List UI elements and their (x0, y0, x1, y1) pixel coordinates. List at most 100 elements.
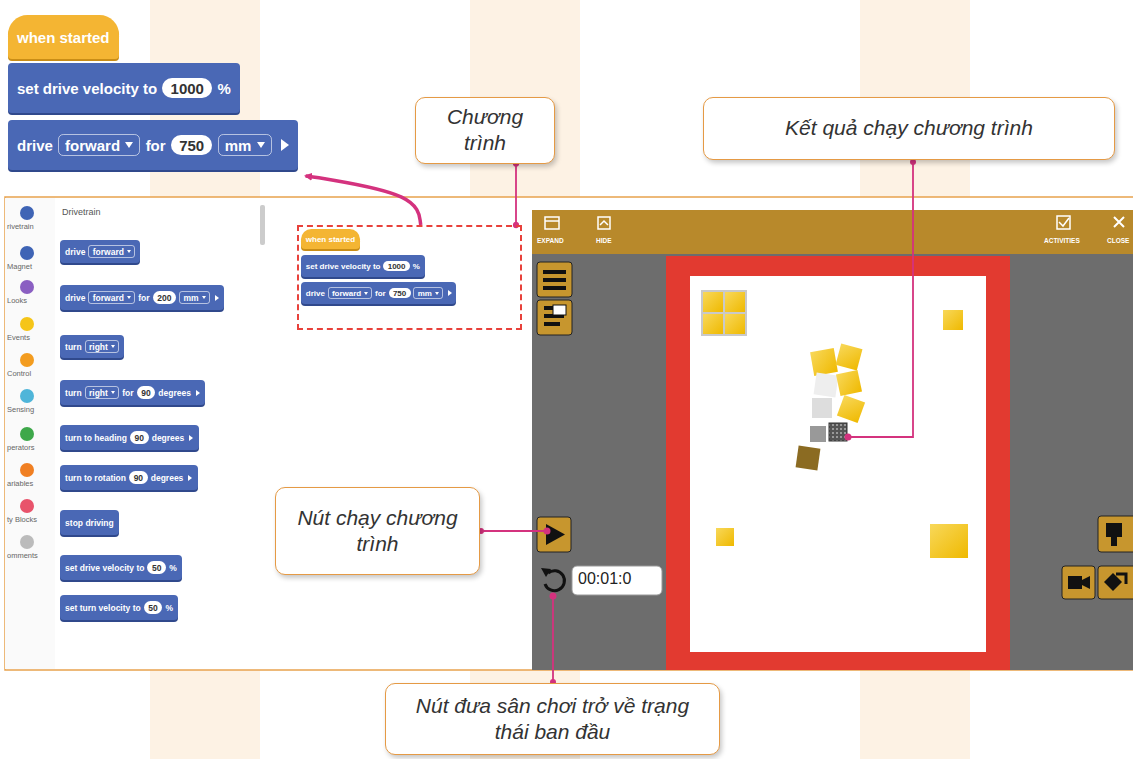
block-text: mm (225, 137, 252, 154)
dropdown-arrow (125, 142, 133, 148)
block-text: degrees (151, 473, 184, 483)
block-text: turn (65, 342, 82, 352)
run-arrow (281, 139, 289, 151)
dropdown: mm (413, 287, 442, 300)
palette-header: Drivetrain (62, 207, 101, 217)
dropdown-arrow (202, 296, 206, 299)
callout-box: Chương trình (415, 97, 555, 164)
block-text: % (217, 80, 230, 97)
dropdown: forward (88, 245, 135, 259)
callout-box: Kết quả chạy chương trình (703, 97, 1115, 160)
block-text: set drive velocity to (17, 80, 157, 97)
value-pill: 90 (130, 431, 149, 443)
category-name: Looks (7, 296, 27, 305)
category-column (5, 198, 55, 669)
block-text: turn (65, 388, 82, 398)
code-block: turn to heading90degrees (60, 425, 199, 450)
run-arrow (448, 290, 452, 296)
dropdown: mm (218, 134, 272, 156)
block-text: degrees (158, 388, 191, 398)
run-arrow (196, 390, 200, 396)
code-block: drive forward for 750 mm (8, 120, 298, 170)
dropdown-arrow (364, 292, 368, 295)
dropdown: forward (88, 291, 135, 305)
dropdown-arrow (127, 296, 131, 299)
value-pill: 750 (389, 288, 411, 299)
code-block: turn to rotation90degrees (60, 465, 198, 490)
run-arrow (215, 295, 219, 301)
dropdown-arrow (111, 345, 115, 348)
dropdown: right (85, 340, 120, 354)
dropdown: right (85, 386, 120, 400)
code-block: turn right (60, 335, 124, 358)
dropdown: mm (179, 291, 210, 305)
toolbar-label: ACTIVITIES (1044, 237, 1080, 244)
block-text: for (375, 289, 386, 298)
block-text: forward (332, 289, 361, 298)
dropdown-arrow (111, 391, 115, 394)
code-block: driveforwardfor200mm (60, 285, 224, 310)
category-name: Control (7, 369, 31, 378)
timer: 00:01:0 (578, 570, 631, 588)
block-text: drive (306, 289, 325, 298)
category-name: perators (7, 443, 35, 452)
block-text: % (165, 603, 173, 613)
callout-box: Nút chạy chương trình (275, 487, 480, 575)
value-pill: 50 (147, 561, 166, 573)
dropdown-arrow (127, 250, 131, 253)
toolbar-label: CLOSE (1107, 237, 1129, 244)
simulator-panel (532, 210, 1133, 670)
dropdown-arrow (435, 292, 439, 295)
run-arrow (188, 475, 192, 481)
code-block: set turn velocity to50% (60, 595, 178, 620)
category-name: rivetrain (7, 222, 34, 231)
block-text: set drive velocity to (65, 563, 144, 573)
program-area: when started set drive velocity to1000% dr… (297, 225, 522, 330)
category-name: Sensing (7, 405, 34, 414)
block-text: for (146, 137, 166, 154)
callout-text: Nút đưa sân chơi trở về trạng thái ban đ… (398, 693, 707, 746)
leader-dots (478, 159, 916, 685)
block-text: set drive velocity to (306, 262, 381, 271)
toolbar-label: EXPAND (537, 237, 564, 244)
block-text: right (89, 388, 108, 398)
callout-text: Chương trình (428, 104, 542, 157)
value-pill: 1000 (162, 78, 212, 99)
dropdown: forward (58, 134, 140, 156)
value-pill: 90 (137, 386, 156, 398)
code-block: set drive velocity to1000% (301, 255, 425, 277)
code-block: stop driving (60, 510, 119, 535)
block-text: forward (65, 137, 120, 154)
dropdown-arrow (257, 142, 265, 148)
callout-box: Nút đưa sân chơi trở về trạng thái ban đ… (385, 683, 720, 755)
block-text: right (89, 342, 108, 352)
leader-lines (481, 162, 913, 682)
category-name: Magnet (7, 262, 32, 271)
category-name: Events (7, 333, 30, 342)
block-text: mm (418, 289, 432, 298)
callout-text: Nút chạy chương trình (288, 505, 467, 558)
block-text: mm (183, 293, 198, 303)
code-block: turnrightfor90degrees (60, 380, 205, 405)
leader-line (515, 164, 517, 226)
value-pill: 750 (171, 135, 213, 156)
callout-text: Kết quả chạy chương trình (785, 115, 1033, 141)
block-text: drive (65, 247, 85, 257)
dropdown: forward (328, 287, 373, 300)
block-text: drive (17, 137, 53, 154)
code-block: set drive velocity to 1000% (8, 63, 240, 113)
block-text: % (169, 563, 177, 573)
category-name: ariables (7, 479, 33, 488)
category-name: ty Blocks (7, 515, 37, 524)
block-text: degrees (152, 433, 185, 443)
code-block: set drive velocity to50% (60, 555, 182, 580)
hat-block: when started (301, 229, 360, 249)
block-text: set turn velocity to (65, 603, 141, 613)
block-text: forward (93, 293, 124, 303)
run-arrow (189, 435, 193, 441)
playground (666, 256, 1010, 670)
block-text: turn to heading (65, 433, 127, 443)
scrollbar (260, 205, 265, 245)
code-block: driveforward (60, 240, 140, 263)
block-text: turn to rotation (65, 473, 126, 483)
